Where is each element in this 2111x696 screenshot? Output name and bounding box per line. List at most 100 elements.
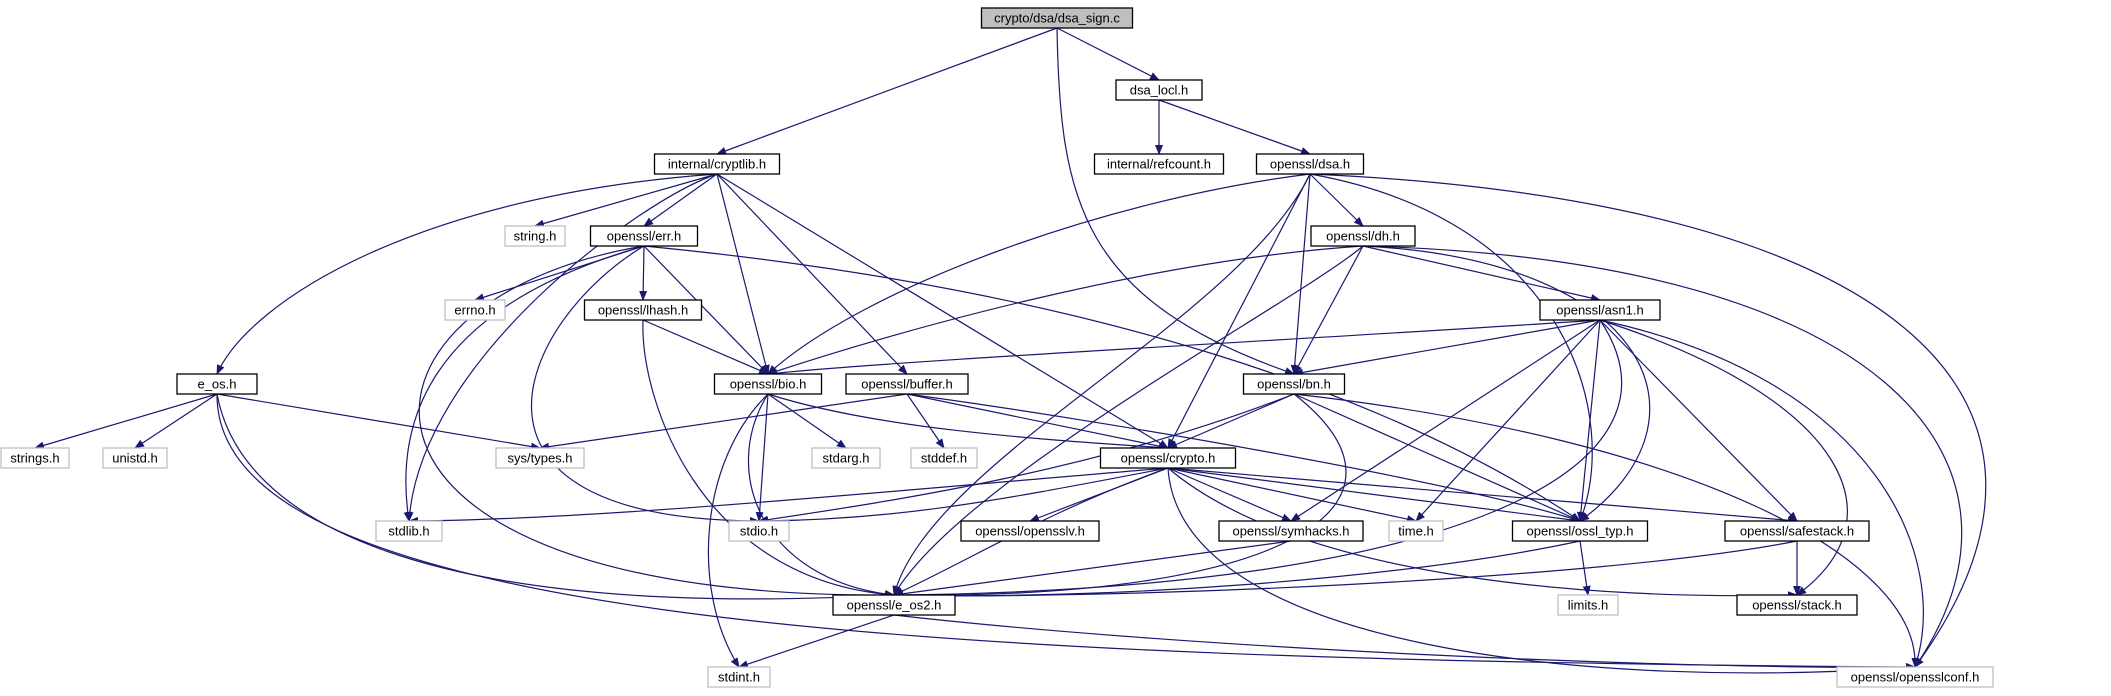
edge-err-to-ossl_typ	[643, 245, 1581, 522]
node-label: internal/cryptlib.h	[668, 157, 766, 172]
node-string: string.h	[504, 225, 566, 247]
edge-bn-to-ossl_typ	[1293, 393, 1581, 522]
node-box	[1736, 594, 1858, 616]
node-label: errno.h	[454, 303, 495, 318]
header-nodes: crypto/dsa/dsa_sign.c dsa_locl.h internal/…	[0, 7, 1994, 688]
node-opensslv[interactable]: openssl/opensslv.h	[960, 520, 1100, 542]
node-symhacks[interactable]: openssl/symhacks.h	[1218, 520, 1364, 542]
edge-crypto-to-time	[1167, 467, 1417, 524]
node-label: openssl/e_os2.h	[847, 598, 942, 613]
node-label: stddef.h	[921, 451, 967, 466]
node-buffer[interactable]: openssl/buffer.h	[845, 373, 969, 395]
node-label: openssl/dsa.h	[1270, 157, 1350, 172]
node-label: openssl/safestack.h	[1740, 524, 1854, 539]
node-lhash[interactable]: openssl/lhash.h	[583, 299, 703, 321]
node-stack[interactable]: openssl/stack.h	[1736, 594, 1858, 616]
node-box	[653, 153, 781, 175]
node-refcount[interactable]: internal/refcount.h	[1093, 153, 1225, 175]
dependency-edges	[34, 27, 1987, 674]
edge-e_os-to-strings	[34, 393, 218, 450]
node-label: openssl/opensslconf.h	[1851, 670, 1980, 685]
node-label: openssl/opensslv.h	[975, 524, 1085, 539]
edge-err-to-lhash	[639, 245, 648, 301]
node-unistd: unistd.h	[102, 447, 168, 469]
node-bn[interactable]: openssl/bn.h	[1242, 373, 1346, 395]
node-box	[102, 447, 168, 469]
node-label: openssl/bio.h	[730, 377, 807, 392]
edge-safestack-to-e_os2	[893, 540, 1798, 600]
edge-bio-to-stdint	[707, 393, 769, 668]
node-ossl-typ[interactable]: openssl/ossl_typ.h	[1511, 520, 1649, 542]
edge-buffer-to-systypes	[539, 393, 908, 451]
edge-dh-to-asn1	[1362, 245, 1601, 302]
edge-asn1-to-e_os2	[893, 319, 1623, 599]
node-label: e_os.h	[197, 377, 236, 392]
edge-dsa-to-crypto	[1167, 173, 1311, 449]
edge-lhash-to-bio	[642, 319, 769, 375]
node-label: openssl/lhash.h	[598, 303, 688, 318]
node-safestack[interactable]: openssl/safestack.h	[1724, 520, 1870, 542]
node-box	[1539, 299, 1661, 321]
node-dh[interactable]: openssl/dh.h	[1310, 225, 1416, 247]
edge-dh-to-opensslconf	[1362, 245, 1963, 668]
node-bio[interactable]: openssl/bio.h	[713, 373, 823, 395]
node-e-os2[interactable]: openssl/e_os2.h	[832, 594, 956, 616]
node-err[interactable]: openssl/err.h	[589, 225, 699, 247]
node-label: time.h	[1398, 524, 1433, 539]
edge-crypto-to-stdlib	[408, 467, 1169, 525]
node-label: crypto/dsa/dsa_sign.c	[994, 11, 1120, 26]
edge-lhash-to-e_os2	[642, 319, 895, 599]
edge-asn1-to-ossl_typ	[1576, 319, 1601, 522]
edge-dh-to-bio	[767, 245, 1364, 375]
node-box	[832, 594, 956, 616]
edge-bn-to-stdio	[758, 393, 1295, 524]
edge-asn1-to-safestack	[1599, 319, 1798, 522]
edge-err-to-errno	[474, 245, 645, 302]
edge-cryptlib-to-string	[534, 173, 718, 228]
node-label: stdarg.h	[823, 451, 870, 466]
edge-symhacks-to-e_os2	[893, 540, 1292, 598]
node-asn1[interactable]: openssl/asn1.h	[1539, 299, 1661, 321]
edge-e_os-to-unistd	[134, 393, 218, 449]
node-box	[1310, 225, 1416, 247]
edge-crypto-to-stack	[1167, 467, 1798, 600]
node-e-os[interactable]: e_os.h	[176, 373, 258, 395]
node-dsa[interactable]: openssl/dsa.h	[1255, 153, 1365, 175]
node-box	[444, 299, 506, 321]
node-box	[845, 373, 969, 395]
node-box	[713, 373, 823, 395]
node-limits: limits.h	[1557, 594, 1619, 616]
node-label: stdio.h	[740, 524, 778, 539]
edge-cryptlib-to-err	[643, 173, 718, 227]
edge-dsa_sign-to-dsa_locl	[1056, 27, 1160, 81]
node-label: strings.h	[10, 451, 59, 466]
node-cryptlib[interactable]: internal/cryptlib.h	[653, 153, 781, 175]
node-box	[1836, 666, 1994, 688]
node-dsa-sign[interactable]: crypto/dsa/dsa_sign.c	[980, 7, 1134, 29]
node-box	[1115, 79, 1203, 101]
edge-e_os-to-systypes	[216, 393, 541, 451]
edge-crypto-to-stdio	[758, 467, 1169, 525]
edge-dsa-to-bio	[767, 173, 1311, 375]
edge-asn1-to-bio	[767, 319, 1601, 378]
edge-buffer-to-ossl_typ	[906, 393, 1581, 523]
node-box	[1093, 153, 1225, 175]
edge-crypto-to-opensslv	[1029, 467, 1169, 522]
edge-dsa_locl-to-dsa	[1158, 99, 1311, 155]
node-dsa-locl[interactable]: dsa_locl.h	[1115, 79, 1203, 101]
node-box	[0, 447, 70, 469]
node-box	[375, 520, 443, 542]
edge-dsa-to-dh	[1309, 173, 1364, 227]
edge-e_os2-to-stdint	[738, 614, 895, 668]
node-label: openssl/crypto.h	[1121, 451, 1216, 466]
node-label: openssl/stack.h	[1752, 598, 1842, 613]
node-box	[1724, 520, 1870, 542]
edge-e_os-to-opensslconf	[216, 393, 1916, 671]
node-label: sys/types.h	[507, 451, 572, 466]
node-opensslconf: openssl/opensslconf.h	[1836, 666, 1994, 688]
node-crypto[interactable]: openssl/crypto.h	[1099, 447, 1237, 469]
edge-dh-to-bn	[1293, 245, 1364, 375]
edge-e_os-to-e_os2	[216, 393, 895, 600]
node-strings: strings.h	[0, 447, 70, 469]
edge-err-to-bio	[643, 245, 769, 375]
